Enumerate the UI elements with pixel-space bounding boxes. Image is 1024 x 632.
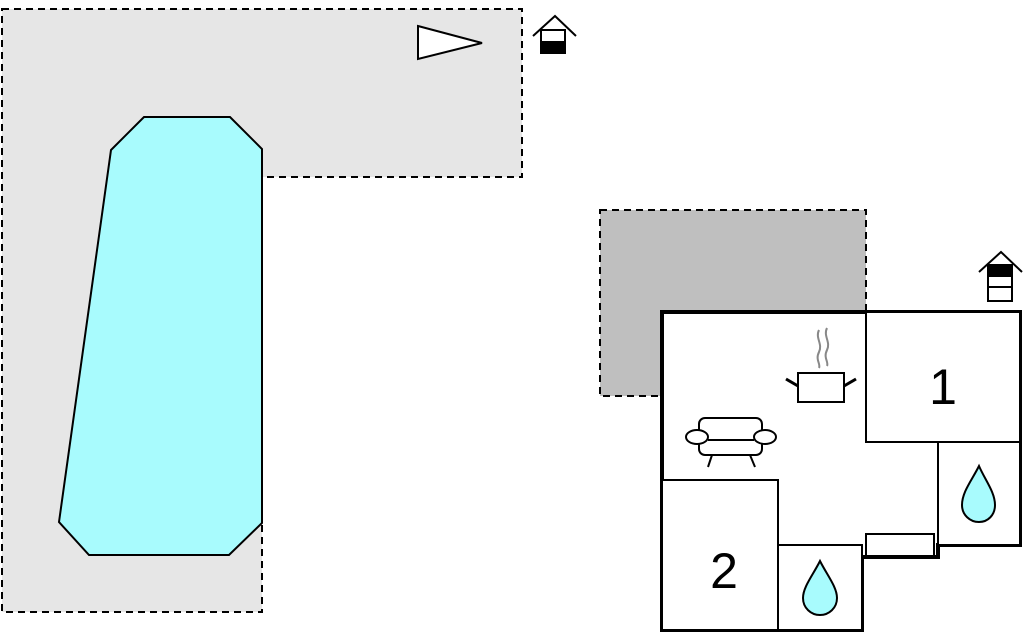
water-drop-icon	[801, 558, 839, 617]
house-floor-indicator-icon	[532, 14, 577, 54]
sofa-icon	[685, 417, 777, 468]
water-drop-icon	[960, 463, 997, 524]
cooking-pot-icon	[785, 327, 857, 403]
room-label-1: 1	[929, 359, 957, 415]
bedroom-1	[865, 311, 1021, 443]
pool-area	[57, 116, 263, 556]
triangle-pointer-icon	[417, 24, 483, 61]
counter-element	[865, 533, 935, 557]
room-label-2: 2	[710, 543, 738, 599]
bedroom-2	[661, 479, 779, 631]
house-floor-indicator-icon	[978, 250, 1023, 302]
covered-terrace-area	[599, 209, 867, 397]
